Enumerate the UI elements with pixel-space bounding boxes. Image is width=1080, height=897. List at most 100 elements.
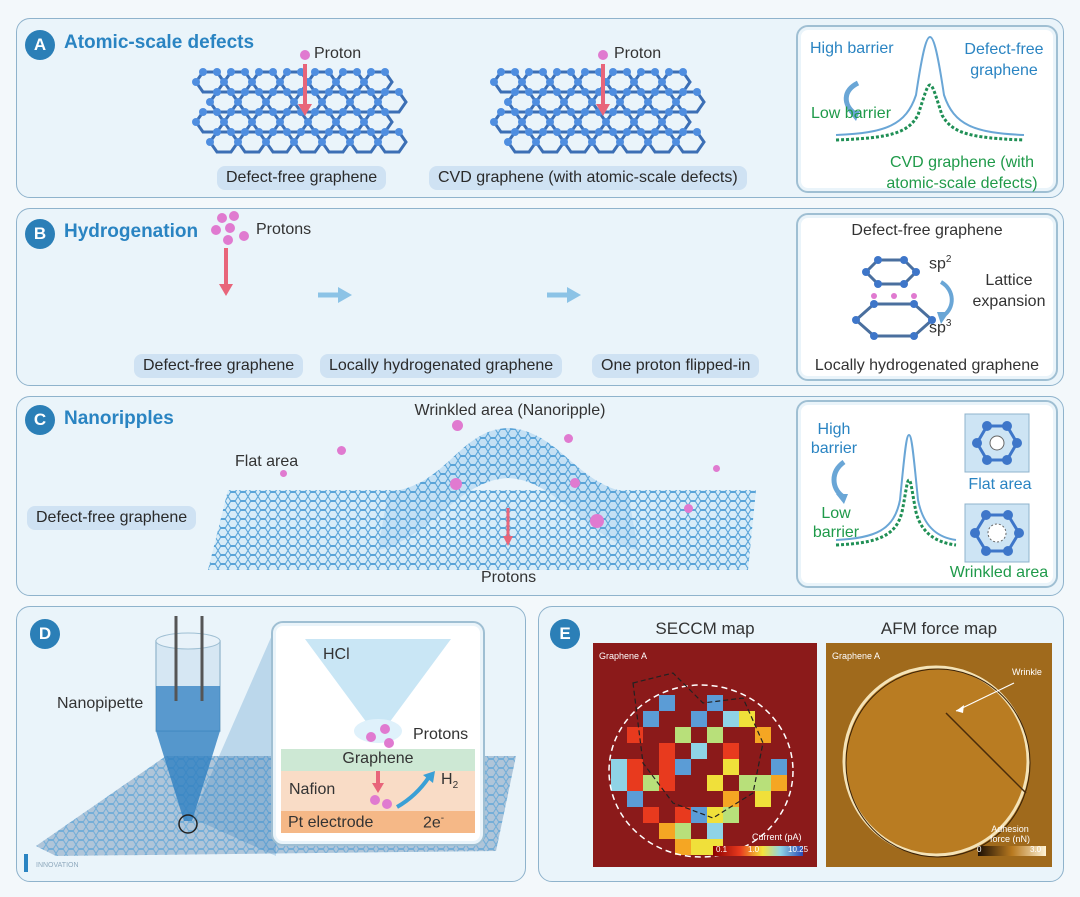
afm-sample-label: Graphene A <box>832 651 881 661</box>
seccm-pixel <box>707 727 723 743</box>
label-nanopipette: Nanopipette <box>57 695 144 712</box>
label-wrinkled-c: Wrinkled area (Nanoripple) <box>414 402 606 419</box>
adhesion-tick-1: 3.0 <box>1030 845 1042 854</box>
label-low-barrier-c: Low barrier <box>812 505 860 541</box>
seccm-pixel <box>771 775 787 791</box>
seccm-pixel <box>707 695 723 711</box>
proton-label-right: Proton <box>614 45 662 62</box>
label-wrinkled-area-c: Wrinkled area <box>949 564 1049 581</box>
seccm-pixels <box>608 672 803 858</box>
label-hcl: HCl <box>323 646 350 663</box>
rippled-graphene-sheet <box>208 428 756 570</box>
proton-dot <box>337 446 346 455</box>
right-arrow-icon <box>318 287 352 303</box>
label-defect-free-curve-a: Defect-free graphene <box>964 41 1044 79</box>
proton-label-left: Proton <box>314 45 362 62</box>
hexagon-wrinkled-icon <box>964 503 1030 563</box>
protons-cluster-icon <box>211 211 249 245</box>
proton-dot <box>598 50 608 60</box>
seccm-pixel <box>611 775 627 791</box>
barrier-panel-a <box>796 25 1058 193</box>
seccm-pixel <box>723 743 739 759</box>
current-tick-2: 10.25 <box>788 845 809 854</box>
panel-c-title: Nanoripples <box>64 408 174 429</box>
seccm-pixel <box>723 791 739 807</box>
seccm-pixel <box>723 807 739 823</box>
seccm-pixel <box>627 775 643 791</box>
label-cvd-curve-a: CVD graphene (with atomic-scale defects) <box>886 154 1038 192</box>
hexagon-sp2-icon <box>862 256 920 288</box>
seccm-pixel <box>659 775 675 791</box>
seccm-pixel <box>755 791 771 807</box>
seccm-pixel <box>707 823 723 839</box>
afm-image <box>826 643 1052 867</box>
seccm-pixel <box>739 711 755 727</box>
seccm-pixel <box>675 727 691 743</box>
adhesion-tick-0: 0 <box>977 845 982 854</box>
label-sp3: sp3 <box>929 318 952 337</box>
right-arrow-icon <box>547 287 581 303</box>
proton-dot <box>450 478 462 490</box>
label-defect-free-c: Defect-free graphene <box>27 506 197 530</box>
seccm-title: SECCM map <box>655 619 755 638</box>
label-nafion: Nafion <box>289 781 336 798</box>
seccm-pixel <box>755 727 771 743</box>
down-arrow-icon <box>219 248 233 296</box>
seccm-pixel <box>627 759 643 775</box>
barrier-curves-a <box>835 35 1025 142</box>
afm-title: AFM force map <box>880 619 998 638</box>
curved-arrow-icon <box>937 280 954 324</box>
label-protons-d: Protons <box>413 726 469 743</box>
seccm-pixel <box>723 759 739 775</box>
proton-dot <box>452 420 463 431</box>
proton-dot <box>300 50 310 60</box>
label-high-barrier-c: High barrier <box>810 421 858 457</box>
seccm-pixel <box>707 807 723 823</box>
panel-e-badge: E <box>550 619 580 649</box>
proton-dot <box>713 465 720 472</box>
seccm-pixel <box>627 791 643 807</box>
label-h2: H2 <box>441 771 459 792</box>
current-tick-0: 0.1 <box>716 845 728 854</box>
label-electrons: 2e- <box>423 813 445 832</box>
current-tick-1: 1.0 <box>748 845 760 854</box>
label-defect-free-b-side: Defect-free graphene <box>851 222 1003 239</box>
label-defect-free-b: Defect-free graphene <box>134 354 304 378</box>
seccm-pixel <box>643 711 659 727</box>
seccm-pixel <box>691 839 707 855</box>
label-sp2: sp2 <box>929 254 952 273</box>
down-arrow-icon <box>596 64 610 116</box>
seccm-pixel <box>691 711 707 727</box>
seccm-pixel <box>643 775 659 791</box>
label-locally-hydrogenated-b: Locally hydrogenated graphene <box>320 354 563 378</box>
seccm-pixel <box>659 743 675 759</box>
watermark: INNOVATION <box>36 862 79 869</box>
panel-a-badge: A <box>25 30 55 60</box>
proton-dot <box>590 514 604 528</box>
seccm-pixel <box>659 695 675 711</box>
seccm-pixel <box>771 759 787 775</box>
seccm-pixel <box>659 759 675 775</box>
proton-dot <box>684 504 693 513</box>
label-low-barrier-a: Low barrier <box>811 105 892 122</box>
label-lattice-expansion: Lattice expansion <box>972 272 1046 310</box>
label-protons-c: Protons <box>481 569 537 586</box>
seccm-pixel <box>675 759 691 775</box>
seccm-pixel <box>707 775 723 791</box>
seccm-pixel <box>691 743 707 759</box>
seccm-pixel <box>675 807 691 823</box>
seccm-pixel <box>643 807 659 823</box>
seccm-pixel <box>611 759 627 775</box>
label-locally-hydrogenated-side: Locally hydrogenated graphene <box>814 357 1040 374</box>
label-high-barrier-a: High barrier <box>810 40 894 57</box>
panel-b-title: Hydrogenation <box>64 221 199 242</box>
label-pt-electrode: Pt electrode <box>288 814 374 831</box>
seccm-pixel <box>739 775 755 791</box>
panel-a-title: Atomic-scale defects <box>64 32 255 53</box>
seccm-pixel <box>723 711 739 727</box>
seccm-pixel <box>675 823 691 839</box>
proton-dot <box>570 478 580 488</box>
down-arrow-icon <box>298 64 312 116</box>
seccm-sample-label: Graphene A <box>599 651 648 661</box>
current-colorbar-label: Current (pA) <box>752 832 802 842</box>
